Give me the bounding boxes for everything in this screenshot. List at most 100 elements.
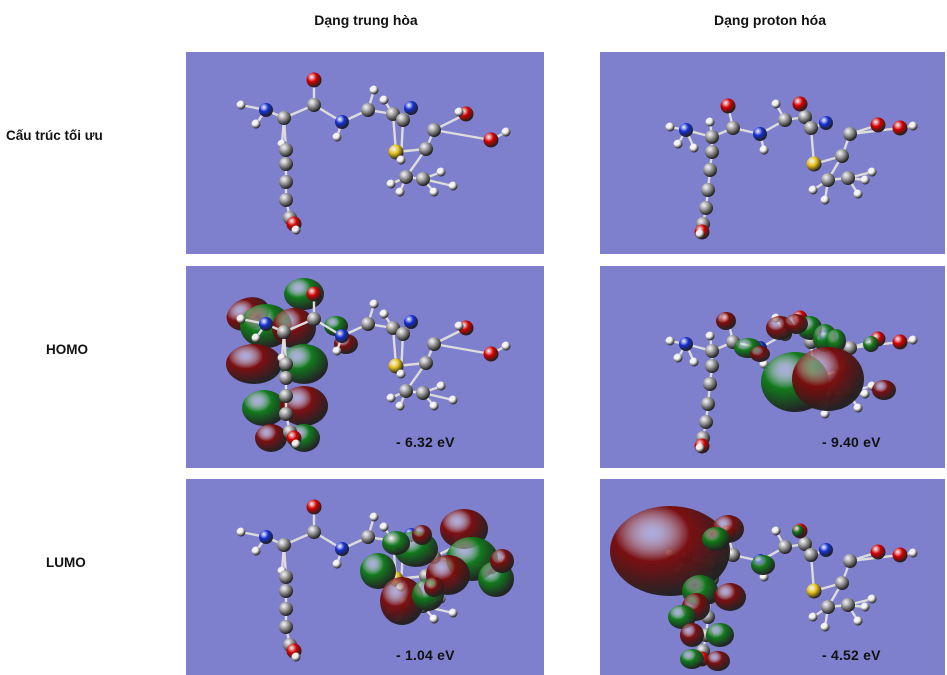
atom-c bbox=[277, 538, 291, 552]
atom-n bbox=[404, 101, 418, 115]
atom-c bbox=[396, 327, 410, 341]
atom-h bbox=[501, 341, 511, 351]
atom-n bbox=[819, 543, 833, 557]
atom-h bbox=[251, 546, 261, 556]
atom-h bbox=[386, 393, 396, 403]
panel-protonated-lumo: - 4.52 eV bbox=[600, 479, 945, 675]
atom-c bbox=[705, 359, 719, 373]
atom-n bbox=[259, 317, 273, 331]
atom-o bbox=[306, 499, 322, 515]
atom-h bbox=[771, 99, 781, 109]
atom-h bbox=[695, 443, 705, 453]
atom-c bbox=[361, 317, 375, 331]
atom-c bbox=[701, 183, 715, 197]
atom-h bbox=[379, 309, 389, 319]
atom-c bbox=[307, 525, 321, 539]
atom-h bbox=[448, 395, 458, 405]
atom-h bbox=[867, 594, 877, 604]
orbital-lobe-negative bbox=[668, 605, 696, 629]
molecule-drawing bbox=[236, 499, 514, 662]
atom-h bbox=[332, 346, 342, 356]
atom-h bbox=[860, 175, 870, 185]
atom-c bbox=[841, 171, 855, 185]
atom-h bbox=[436, 381, 446, 391]
atom-h bbox=[448, 608, 458, 618]
molecule-drawing bbox=[665, 96, 918, 240]
atom-h bbox=[251, 119, 261, 129]
panel-neutral-lumo: - 1.04 eV bbox=[186, 479, 544, 675]
atom-h bbox=[860, 389, 870, 399]
orbital-lobe-positive bbox=[714, 583, 746, 611]
orbital-lobe-positive bbox=[872, 380, 896, 400]
atom-c bbox=[279, 407, 293, 421]
atom-c bbox=[361, 103, 375, 117]
orbital-lobe-negative bbox=[242, 390, 286, 426]
atom-h bbox=[860, 602, 870, 612]
atom-c bbox=[277, 111, 291, 125]
atom-c bbox=[798, 110, 812, 124]
atom-h bbox=[429, 614, 439, 624]
orbital-lobe-positive bbox=[380, 577, 424, 625]
atom-h bbox=[705, 117, 715, 127]
atom-c bbox=[778, 540, 792, 554]
atom-h bbox=[291, 652, 301, 662]
atom-c bbox=[279, 620, 293, 634]
orbital-lobe-positive bbox=[255, 424, 287, 452]
orbital-lobe-negative bbox=[280, 344, 328, 384]
atom-c bbox=[821, 173, 835, 187]
atom-c bbox=[361, 530, 375, 544]
bond bbox=[432, 128, 493, 142]
column-header-protonated: Dạng proton hóa bbox=[714, 12, 826, 28]
orbital-lobe-negative bbox=[751, 555, 775, 575]
atom-h bbox=[386, 179, 396, 189]
atom-c bbox=[416, 386, 430, 400]
orbital-lobe-positive bbox=[490, 549, 514, 573]
orbital-lobe-negative bbox=[706, 623, 734, 647]
lumo-energy-neutral: - 1.04 eV bbox=[396, 647, 455, 663]
atom-c bbox=[703, 377, 717, 391]
atom-h bbox=[705, 331, 715, 341]
atom-h bbox=[673, 139, 683, 149]
atom-h bbox=[695, 229, 705, 239]
atom-h bbox=[395, 187, 405, 197]
bond-group bbox=[239, 78, 508, 232]
atom-n bbox=[819, 116, 833, 130]
homo-energy-protonated: - 9.40 eV bbox=[822, 434, 881, 450]
atom-h bbox=[429, 187, 439, 197]
panel-protonated-structure bbox=[600, 52, 945, 254]
atom-h bbox=[369, 85, 379, 95]
orbital-lobe-positive bbox=[716, 312, 736, 330]
atom-n bbox=[335, 329, 349, 343]
atom-c bbox=[703, 163, 717, 177]
atom-o bbox=[306, 72, 322, 88]
atom-c bbox=[804, 548, 818, 562]
lumo-energy-protonated: - 4.52 eV bbox=[822, 647, 881, 663]
atom-c bbox=[307, 312, 321, 326]
atom-c bbox=[279, 193, 293, 207]
atom-h bbox=[853, 189, 863, 199]
orbital-lobe-positive bbox=[792, 347, 864, 411]
atom-c bbox=[396, 113, 410, 127]
orbital-lobe-negative bbox=[826, 329, 846, 353]
atom-h bbox=[665, 122, 675, 132]
atom-c bbox=[843, 554, 857, 568]
orbital-group bbox=[716, 312, 896, 412]
atom-n bbox=[259, 103, 273, 117]
homo-energy-neutral: - 6.32 eV bbox=[396, 434, 455, 450]
atom-c bbox=[843, 127, 857, 141]
atom-c bbox=[277, 325, 291, 339]
atom-c bbox=[841, 598, 855, 612]
atom-o bbox=[870, 544, 886, 560]
atom-h bbox=[501, 127, 511, 137]
orbital-lobe-positive bbox=[680, 623, 704, 647]
atom-n bbox=[335, 542, 349, 556]
atom-s bbox=[806, 156, 822, 172]
orbital-lobe-positive bbox=[750, 346, 770, 362]
atom-h bbox=[396, 155, 406, 165]
atom-h bbox=[436, 167, 446, 177]
atom-c bbox=[701, 397, 715, 411]
atom-s bbox=[806, 583, 822, 599]
bond bbox=[432, 342, 493, 356]
atom-h bbox=[396, 369, 406, 379]
column-header-neutral: Dạng trung hòa bbox=[314, 12, 418, 28]
